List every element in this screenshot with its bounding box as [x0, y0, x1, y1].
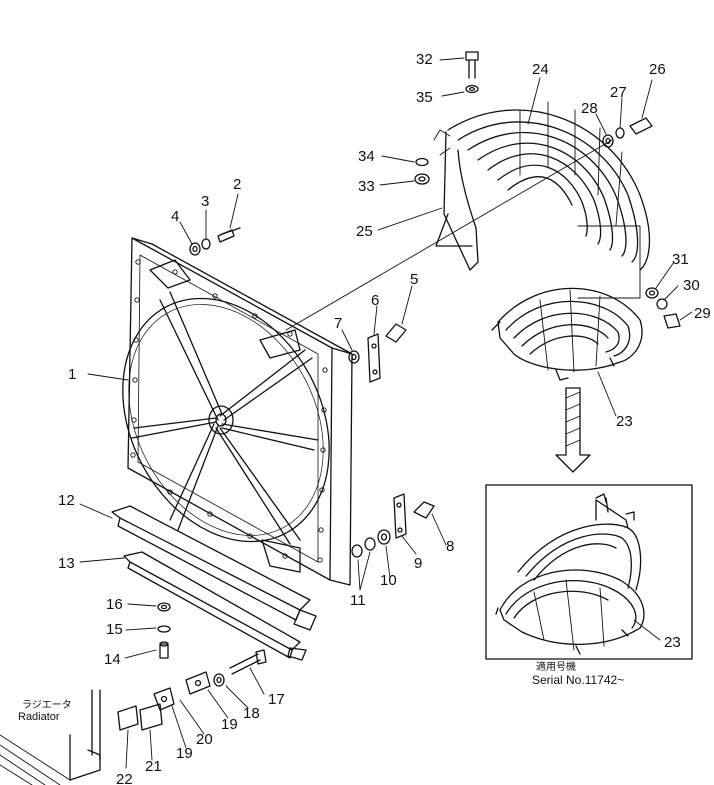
callout-23a: 23 [616, 413, 633, 430]
washer-27 [615, 127, 625, 139]
washer-34 [415, 157, 429, 167]
callout-31: 31 [672, 251, 689, 268]
callout-13: 13 [58, 555, 75, 572]
washer-11a [364, 537, 376, 551]
fan-guard-lower [491, 287, 643, 381]
callout-18: 18 [243, 705, 260, 722]
inset-serial: Serial No.11742~ [532, 673, 624, 687]
callout-17: 17 [268, 691, 285, 708]
callout-10: 10 [380, 572, 397, 589]
callout-19a: 19 [221, 716, 238, 733]
callout-2: 2 [233, 176, 241, 193]
callout-30: 30 [683, 277, 700, 294]
inset-label-jp: 適用号機 [536, 660, 576, 673]
callout-34: 34 [358, 148, 375, 165]
callout-1: 1 [68, 366, 76, 383]
washer-4 [189, 242, 201, 256]
washer-11b [351, 544, 363, 558]
radiator-label-jp: ラジエータ [22, 699, 72, 711]
callout-21: 21 [145, 758, 162, 775]
washer-15 [157, 625, 171, 633]
bolt-8 [413, 501, 435, 519]
callout-23b: 23 [664, 634, 681, 651]
callout-19b: 19 [176, 745, 193, 762]
callout-35: 35 [416, 89, 433, 106]
bolt-32 [465, 51, 479, 79]
washer-30 [656, 298, 668, 310]
callout-4: 4 [171, 208, 179, 225]
bolt-5 [385, 323, 407, 343]
washer-3 [201, 238, 211, 250]
down-arrow [555, 387, 591, 473]
callout-8: 8 [446, 538, 454, 555]
callout-27: 27 [610, 84, 627, 101]
bolt-26 [629, 117, 653, 135]
washer-31 [645, 287, 659, 299]
plate-22 [117, 705, 139, 731]
callout-16: 16 [106, 596, 123, 613]
callout-9: 9 [414, 555, 422, 572]
radiator-corner [0, 689, 101, 785]
callout-3: 3 [201, 193, 209, 210]
callout-7: 7 [334, 315, 342, 332]
bolt-17 [229, 649, 267, 675]
callout-6: 6 [371, 292, 379, 309]
callout-33: 33 [358, 178, 375, 195]
radiator-caption: ラジエータ Radiator [18, 699, 72, 723]
bolt-2 [217, 227, 241, 243]
bracket-12 [111, 505, 317, 631]
washer-16 [157, 602, 171, 612]
fan-shroud [122, 237, 353, 586]
callout-28: 28 [581, 100, 598, 117]
callout-32: 32 [416, 51, 433, 68]
inset-caption: 適用号機 Serial No.11742~ [532, 660, 624, 687]
leader-lines [79, 57, 693, 769]
callout-22: 22 [116, 771, 133, 785]
washer-35 [465, 84, 479, 94]
inset-box [485, 484, 693, 660]
bracket-13 [123, 551, 307, 661]
bolt-14 [159, 641, 169, 659]
clamp-19 [185, 671, 211, 695]
plate-21 [139, 703, 163, 731]
clamp-20 [153, 687, 175, 711]
callout-20: 20 [196, 731, 213, 748]
callout-11: 11 [350, 592, 366, 609]
callout-15: 15 [106, 621, 123, 638]
callout-labels: 1 2 3 4 5 6 7 8 9 10 11 12 13 14 15 16 1… [58, 51, 711, 785]
callout-14: 14 [104, 651, 121, 668]
plate-6 [367, 333, 381, 383]
washer-28 [602, 134, 614, 148]
callout-5: 5 [410, 271, 418, 288]
callout-29: 29 [694, 305, 711, 322]
nut-10 [377, 529, 391, 545]
callout-24: 24 [532, 61, 549, 78]
bolt-29 [663, 313, 681, 329]
washer-7 [348, 350, 360, 364]
nut-33 [414, 173, 430, 185]
radiator-label-en: Radiator [18, 711, 60, 723]
callout-12: 12 [58, 492, 75, 509]
callout-26: 26 [649, 61, 666, 78]
plate-9 [393, 493, 407, 539]
fan-guard-upper [433, 101, 651, 299]
washer-18 [213, 673, 225, 687]
callout-25: 25 [356, 223, 373, 240]
